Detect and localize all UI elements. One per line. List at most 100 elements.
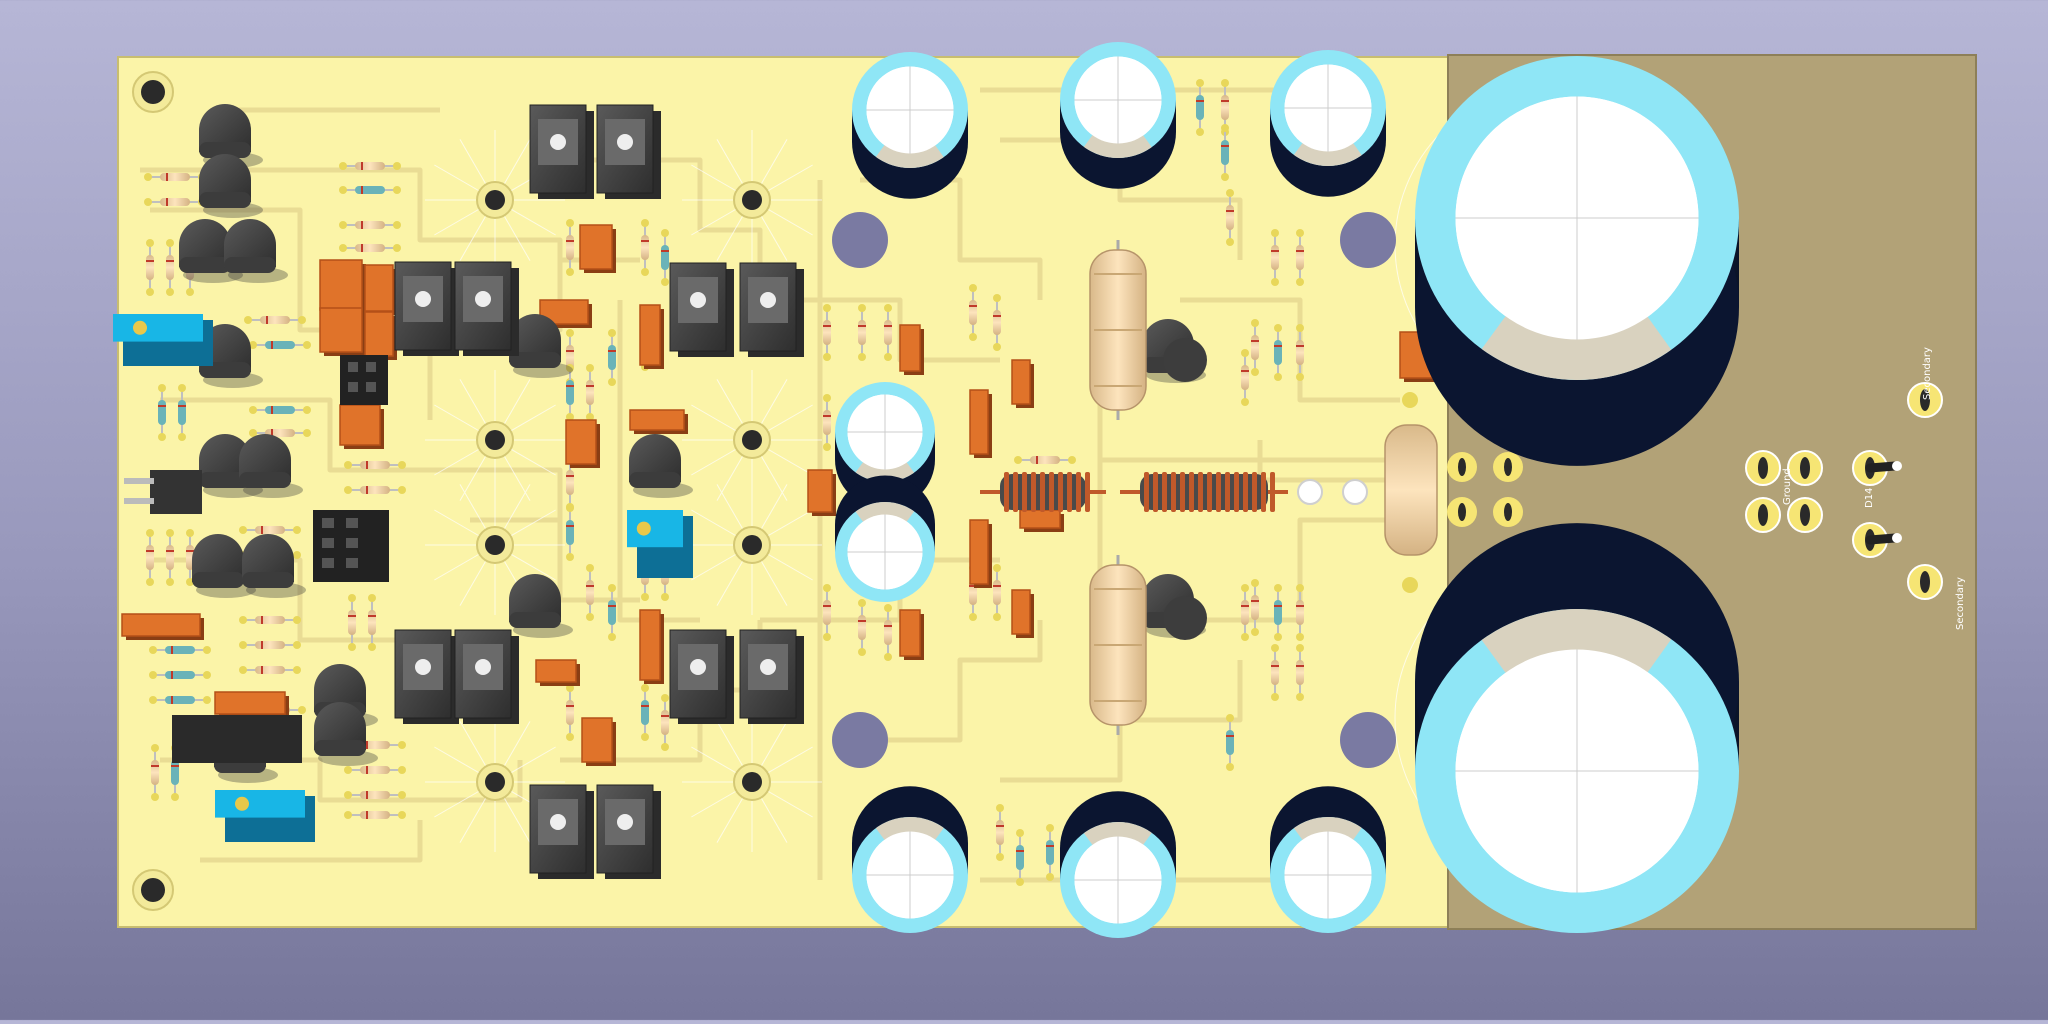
to92-9 [314,664,366,712]
to220-hole-0 [550,134,566,150]
resistor-v-26-pad-b [566,733,574,741]
to92-front-8 [242,572,294,588]
smd-cap-17 [1011,589,1031,635]
resistor-v-19 [608,345,616,370]
resistor-v-27-band [641,705,649,707]
smd-cap-8 [629,409,685,431]
resistor-h-9-band [271,429,273,437]
resistor-v-51-pad-b [1296,633,1304,641]
resistor-v-4-pad-b [178,433,186,441]
resistor-h-12-pad-b [293,526,301,534]
resistor-v-4-band [178,405,186,407]
resistor-v-48-pad-a [1296,324,1304,332]
resistor-h-15-band [261,641,263,649]
resistor-v-11-pad-a [368,594,376,602]
resistor-v-12-pad-b [566,268,574,276]
mount-hole-0 [832,212,888,268]
d14-lead-bottom [1865,533,1900,545]
resistor-v-9-band [171,765,179,767]
resistor-v-1-pad-b [166,288,174,296]
output-pad-hole-1 [1504,458,1512,476]
resistor-v-58-band [1241,370,1249,372]
resistor-v-31-pad-a [884,304,892,312]
resistor-h-9-pad-b [303,429,311,437]
smd-cap-6 [579,224,613,270]
resistor-h-11-pad-b [398,486,406,494]
resistor-v-10 [348,610,356,635]
resistor-h-6 [260,316,290,324]
smd-cap-3 [364,311,394,357]
to92-front-13 [629,472,681,488]
resistor-v-55-band [996,825,1004,827]
resistor-v-48-pad-b [1296,373,1304,381]
resistor-v-20 [566,470,574,495]
resistor-v-24-pad-b [641,593,649,601]
trace-2 [160,397,563,520]
resistor-v-12-band [566,240,574,242]
resistor-h-22-pad-b [398,791,406,799]
header-top-pin-3 [366,382,376,392]
resistor-v-51 [1296,600,1304,625]
trimmer-left [113,314,203,342]
resistor-v-13 [641,235,649,260]
resistor-h-21-band [366,766,368,774]
resistor-v-32-pad-b [823,443,831,451]
resistor-v-30-band [858,325,866,327]
inductor-left-turn-1 [1013,472,1018,512]
inductor-right-turn-1 [1153,472,1158,512]
connectors-and-trimmers [113,314,693,842]
resistor-v-46-band [1251,340,1259,342]
resistor-h-2-pad-a [339,162,347,170]
resistor-v-39-pad-b [993,613,1001,621]
resistor-v-27 [641,700,649,725]
header-mid-pin-3 [346,538,358,548]
resistor-v-36-pad-b [969,333,977,341]
resistor-h-6-pad-b [298,316,306,324]
header-mid-pin-5 [346,558,358,568]
inductor-right-turn-3 [1171,472,1176,512]
resistor-v-0-pad-b [146,288,154,296]
resistor-v-44-pad-b [1271,278,1279,286]
resistor-v-39-pad-a [993,564,1001,572]
resistor-h-7-band [271,341,273,349]
to220-hole-3 [475,291,491,307]
resistor-v-2-pad-b [186,288,194,296]
sensor-0 [1163,338,1207,382]
resistor-v-40-pad-b [1196,128,1204,136]
resistor-h-23-band [366,811,368,819]
resistor-v-16-band [566,385,574,387]
resistor-h-7-pad-b [303,341,311,349]
resistor-h-10-pad-b [398,461,406,469]
jumper-pad-1 [1342,479,1368,505]
resistor-h-11-band [366,486,368,494]
resistor-v-54-pad-a [1226,714,1234,722]
inductor-left-turn-7 [1067,472,1072,512]
resistor-v-42-pad-b [1221,173,1229,181]
resistor-v-50-band [1274,605,1282,607]
output-pad-hole-2 [1458,503,1466,521]
resistor-v-15-pad-a [566,329,574,337]
resistor-v-40 [1196,95,1204,120]
trace-24 [200,820,423,863]
resistor-v-45-pad-a [1296,229,1304,237]
to220-hole-4 [690,292,706,308]
silk-ground: Ground [1782,468,1793,505]
resistor-v-21 [566,520,574,545]
resistor-h-18-band [171,671,173,679]
smd-cap-16 [899,609,921,657]
psu-pad-hole-5 [1920,571,1930,593]
smd-cap-0 [319,259,363,311]
smd-cap-7 [639,304,661,366]
resistor-v-9 [171,760,179,785]
resistor-v-15-band [566,350,574,352]
inductor-right-turn-9 [1225,472,1230,512]
resistor-v-37-pad-a [993,294,1001,302]
header-top [340,355,388,405]
trimmer-center-screw [636,521,651,536]
resistor-v-36-band [969,305,977,307]
resistor-h-12 [255,526,285,534]
resistor-h-6-pad-a [244,316,252,324]
resistor-h-3 [355,186,385,194]
resistor-v-23-pad-b [608,633,616,641]
